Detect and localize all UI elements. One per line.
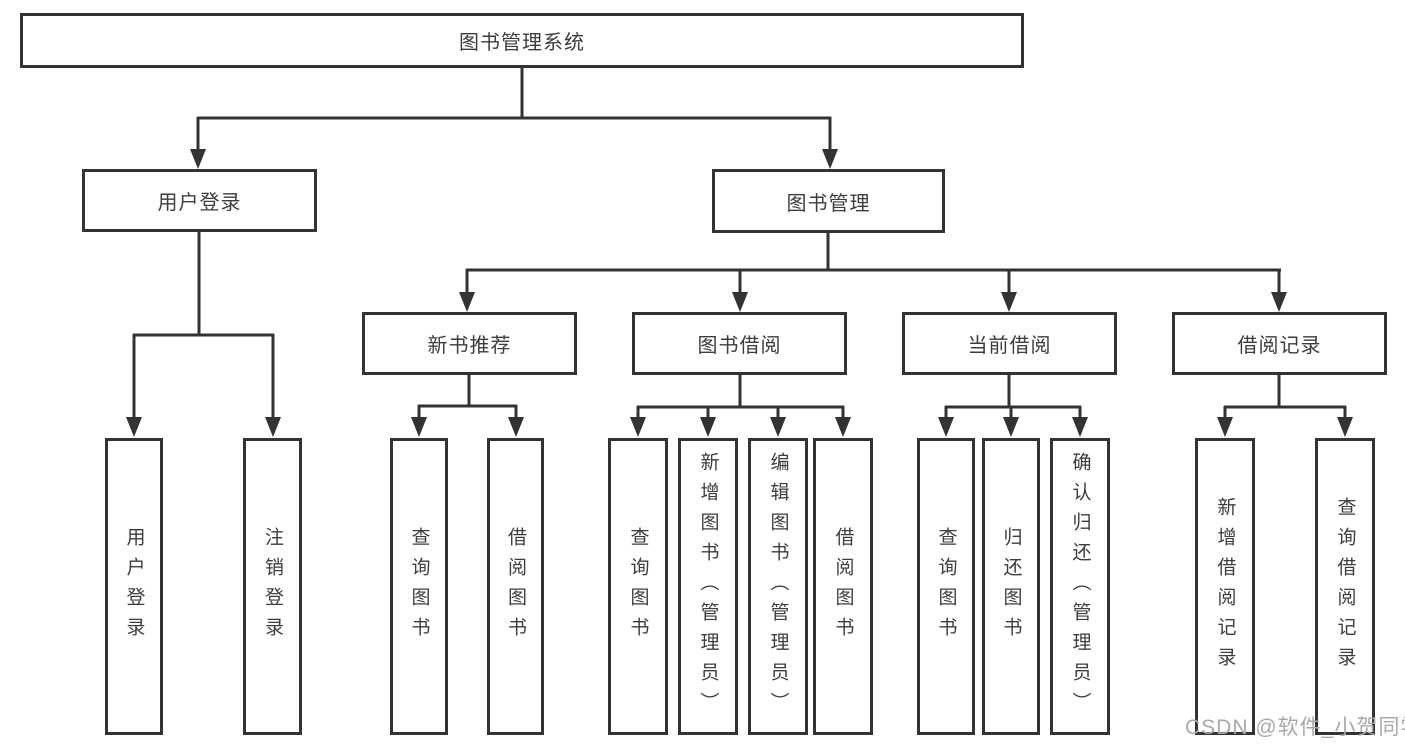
leaf-borrow-book-recommend: 借阅图书	[487, 438, 544, 735]
leaf-logout: 注销登录	[243, 438, 302, 735]
leaf-user-login: 用户登录	[105, 438, 163, 735]
leaf-query-book-borrow: 查询图书	[608, 438, 668, 735]
connector-book-mgmt-branch	[459, 232, 1287, 312]
node-new-book-recommend: 新书推荐	[362, 312, 577, 375]
connector-borrow-records-branch	[1217, 374, 1353, 437]
connector-user-login-branch	[126, 231, 281, 437]
node-book-management: 图书管理	[712, 169, 945, 233]
csdn-watermark: CSDN @软件_小贺同学	[1185, 716, 1405, 739]
node-user-login: 用户登录	[82, 169, 317, 232]
leaf-borrow-book: 借阅图书	[813, 438, 873, 735]
leaf-query-borrow-record: 查询借阅记录	[1315, 438, 1375, 735]
leaf-return-book: 归还图书	[982, 438, 1040, 735]
leaf-add-book-admin: 新增图书（管理员）	[678, 438, 738, 735]
node-current-borrow: 当前借阅	[902, 312, 1117, 375]
node-borrow-records: 借阅记录	[1172, 312, 1387, 375]
connector-current-borrow-branch	[938, 374, 1088, 437]
connector-book-borrow-branch	[630, 374, 851, 437]
leaf-add-borrow-record: 新增借阅记录	[1195, 438, 1255, 735]
leaf-edit-book-admin: 编辑图书（管理员）	[748, 438, 808, 735]
node-book-borrow: 图书借阅	[632, 312, 847, 375]
leaf-query-book-current: 查询图书	[917, 438, 975, 735]
connector-root-branch	[190, 66, 838, 169]
leaf-confirm-return-admin: 确认归还（管理员）	[1050, 438, 1110, 735]
node-root: 图书管理系统	[20, 13, 1024, 68]
connector-new-book-rec-branch	[411, 374, 524, 437]
leaf-query-book-recommend: 查询图书	[390, 438, 448, 735]
